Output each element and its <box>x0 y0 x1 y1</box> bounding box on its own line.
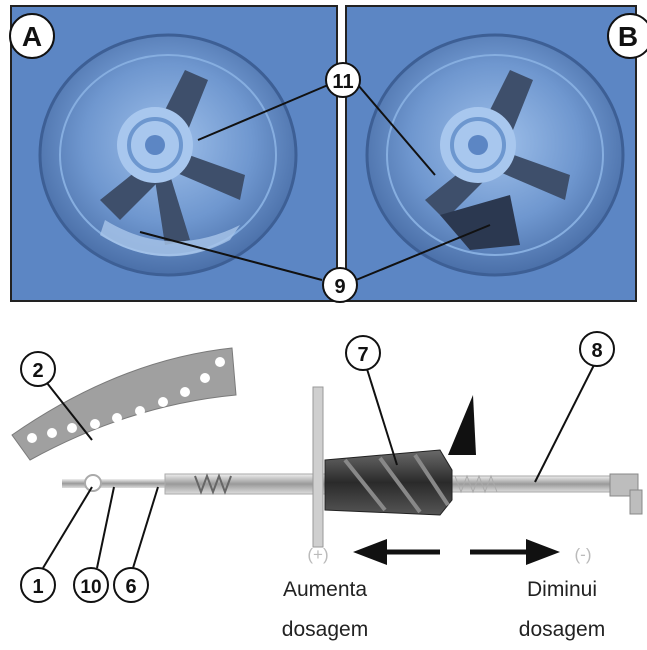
svg-text:9: 9 <box>334 276 345 298</box>
pointer-triangle <box>448 395 476 455</box>
svg-text:B: B <box>618 21 638 52</box>
increase-caption-line2: dosagem <box>265 610 385 650</box>
plus-mark: (+) <box>307 545 328 564</box>
callout-9: 9 <box>323 268 357 302</box>
callout-1: 1 <box>21 568 55 602</box>
increase-arrow <box>353 539 440 565</box>
callout-8: 8 <box>580 332 614 366</box>
callout-6: 6 <box>114 568 148 602</box>
vertical-plate <box>313 387 323 547</box>
svg-text:1: 1 <box>32 576 43 598</box>
photo-panel-b <box>346 6 636 301</box>
callout-10: 10 <box>74 568 108 602</box>
locking-fitting <box>85 475 101 491</box>
decrease-arrow <box>470 539 560 565</box>
helical-rotor <box>325 450 452 515</box>
svg-text:2: 2 <box>32 360 43 382</box>
minus-mark: (-) <box>575 545 592 564</box>
increase-caption: Aumenta dosagem <box>265 570 385 650</box>
decrease-caption-line1: Diminui <box>497 570 627 610</box>
panel-label-a: A <box>10 14 54 58</box>
svg-text:6: 6 <box>125 576 136 598</box>
photo-panel-a <box>11 6 337 301</box>
increase-caption-line1: Aumenta <box>265 570 385 610</box>
end-bracket <box>610 474 642 514</box>
svg-text:7: 7 <box>357 344 368 366</box>
svg-text:8: 8 <box>591 340 602 362</box>
callout-2: 2 <box>21 352 55 386</box>
decrease-caption: Diminui dosagem <box>497 570 627 650</box>
panel-label-b: B <box>608 14 647 58</box>
svg-text:A: A <box>22 21 42 52</box>
decrease-caption-line2: dosagem <box>497 610 627 650</box>
svg-text:10: 10 <box>80 577 101 598</box>
callout-11: 11 <box>326 63 360 97</box>
callout-7: 7 <box>346 336 380 370</box>
svg-text:11: 11 <box>332 71 353 93</box>
